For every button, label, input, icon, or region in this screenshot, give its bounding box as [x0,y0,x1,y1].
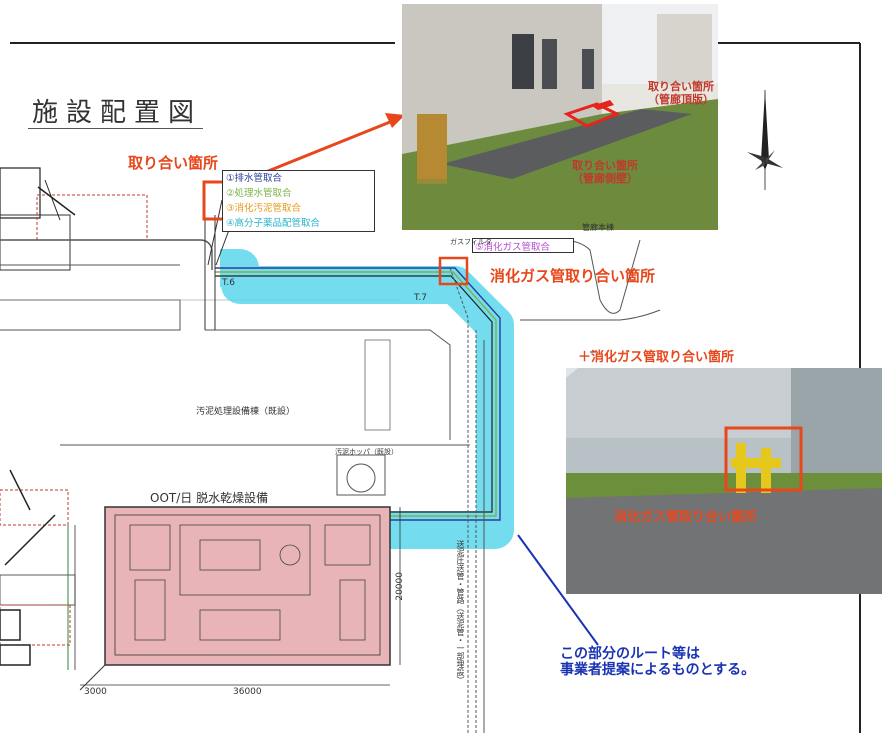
marker-t7: T.7 [414,293,428,303]
pipe-legend: ①排水管取合 ②処理水管取合 ③消化汚泥管取合 ④高分子薬品配管取合 [222,170,375,232]
tank-label: 汚泥ホッパ（既設） [335,448,398,456]
photo1-side-line1: 取り合い箇所 [572,159,638,172]
compass-icon [747,90,783,190]
photo1-top-label: 取り合い箇所 （管廊頂版） [648,80,714,106]
building-height-dim: 20000 [395,572,405,601]
photo1-side-line2: （管廊側壁） [572,172,638,185]
photo1-top-line2: （管廊頂版） [648,93,714,106]
photo2-caption: 消化ガス管取り合い箇所 [614,510,758,525]
page-title: 施設配置図 [32,98,203,128]
route-note-line1: この部分のルート等は [560,646,700,662]
gas-pipe-tag: ⑤消化ガス管取合 [472,238,574,253]
building-width-dim: 36000 [233,687,262,697]
photo-pipe-gallery: 取り合い箇所 （管廊頂版） 取り合い箇所 （管廊側壁） [402,4,718,230]
building-name: OOT/日 脱水乾燥設備 [150,491,269,505]
legend-item-treated-water: ②処理水管取合 [226,188,292,199]
left-offset-dim: 3000 [84,687,107,697]
gas-connection-photo-label: ＋消化ガス管取り合い箇所 [578,350,735,365]
existing-facility-label: 汚泥処理設備棟（既設） [196,407,296,417]
connection-point-label: 取り合い箇所 [128,154,219,172]
gas-filter-label: ガスフィルタ [450,238,492,246]
photo1-top-line1: 取り合い箇所 [648,80,714,93]
title-underline [28,128,203,129]
route-note: この部分のルート等は 事業者提案によるものとする。 [560,646,755,678]
legend-item-drain: ①排水管取合 [226,173,283,184]
legend-item-polymer: ④高分子薬品配管取合 [226,218,321,229]
photo-gas-pipe: 消化ガス管取り合い箇所 [566,368,882,594]
legend-item-digested-sludge: ③消化汚泥管取合 [226,203,302,214]
vertical-route-label: 送泥圧送管・管路（送泥管・一部埋設） [456,540,465,684]
route-note-line2: 事業者提案によるものとする。 [560,662,756,678]
pipe-gallery-label: 管廊本棟 [582,223,614,232]
gas-connection-label: 消化ガス管取り合い箇所 [490,267,656,285]
photo1-side-label: 取り合い箇所 （管廊側壁） [572,159,638,185]
marker-t6: T.6 [222,278,236,288]
